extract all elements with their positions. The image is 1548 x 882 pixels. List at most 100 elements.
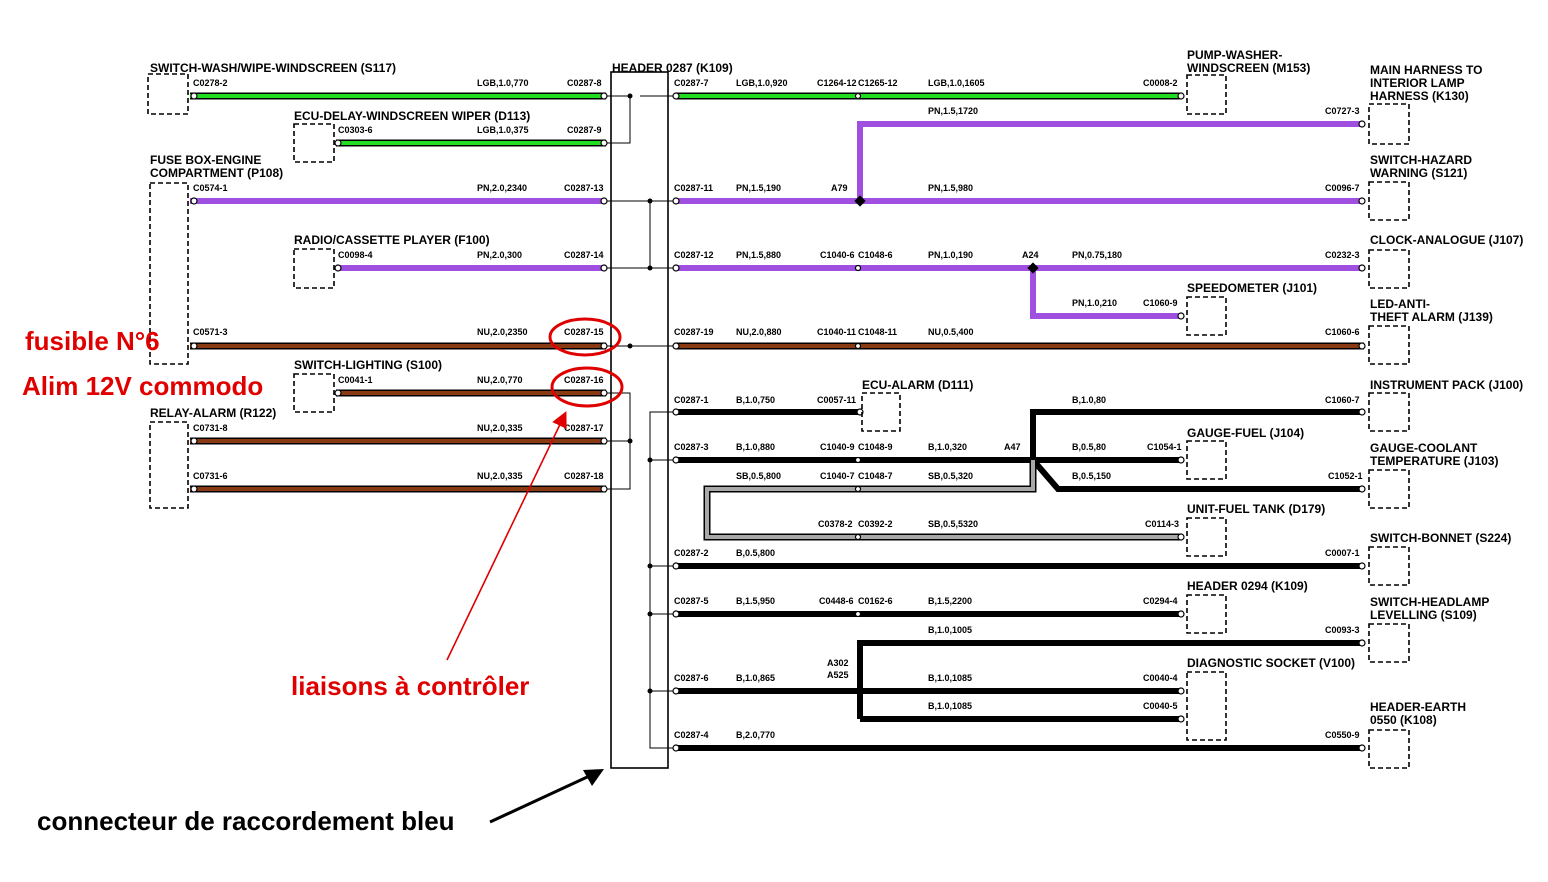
splices — [854, 195, 1039, 697]
conn-c1040-11: C1040-11 — [817, 327, 856, 337]
label-s109-line2: LEVELLING (S109) — [1370, 608, 1477, 622]
conn-c0574-1: C0574-1 — [193, 183, 228, 193]
wire-code-r6b: B,1.0,1085 — [928, 673, 972, 683]
wire-code-r3a: B,1.0,880 — [736, 442, 775, 452]
wire-black-j100[interactable] — [1030, 409, 1364, 460]
splice-a24: A24 — [1022, 250, 1039, 260]
label-j101: SPEEDOMETER (J101) — [1187, 281, 1317, 295]
box-j101 — [1186, 296, 1227, 336]
wire-black-j103[interactable] — [1030, 458, 1364, 492]
highlight-circle-c0287-15 — [548, 317, 622, 357]
conn-c0114-3: C0114-3 — [1145, 519, 1179, 529]
wire-purple-speedo[interactable] — [1030, 268, 1182, 319]
label-p108-line1: FUSE BOX-ENGINE — [150, 153, 261, 167]
conn-c1052-1: C1052-1 — [1328, 471, 1363, 481]
wire-code-fuse: NU,2.0,2350 — [477, 327, 528, 337]
box-f100 — [293, 248, 335, 289]
box-j139 — [1368, 325, 1410, 365]
splice-a47: A47 — [1004, 442, 1021, 452]
wire-code-s117: LGB,1.0,770 — [477, 78, 529, 88]
box-s117 — [147, 73, 189, 115]
conn-c0294-4: C0294-4 — [1143, 596, 1178, 606]
label-d113: ECU-DELAY-WINDSCREEN WIPER (D113) — [294, 109, 530, 123]
box-s100 — [293, 373, 335, 413]
conn-c0448-6: C0448-6 — [819, 596, 854, 606]
conn-c0287-7: C0287-7 — [674, 78, 709, 88]
component-boxes — [147, 73, 1410, 769]
wire-code-r5a: B,1.5,950 — [736, 596, 775, 606]
conn-c1060-6: C1060-6 — [1325, 327, 1360, 337]
conn-c0287-19: C0287-19 — [674, 327, 714, 337]
wire-code-r19b: NU,0.5,400 — [928, 327, 974, 337]
conn-c0232-3: C0232-3 — [1325, 250, 1360, 260]
conn-c0287-15: C0287-15 — [564, 327, 604, 337]
wire-code-p108: PN,2.0,2340 — [477, 183, 527, 193]
black-arrow — [489, 769, 604, 824]
label-m153-line1: PUMP-WASHER- — [1187, 48, 1282, 62]
label-j103-line2: TEMPERATURE (J103) — [1370, 454, 1498, 468]
conn-c0287-13: C0287-13 — [564, 183, 604, 193]
splice-a525: A525 — [827, 670, 849, 680]
wire-code-r7b: LGB,1.0,1605 — [928, 78, 985, 88]
conn-c0040-4: C0040-4 — [1143, 673, 1178, 683]
wire-code-f100: PN,2.0,300 — [477, 250, 522, 260]
conn-c1265-12: C1265-12 — [858, 78, 898, 88]
box-d179 — [1186, 517, 1227, 557]
conn-c1264-12: C1264-12 — [817, 78, 857, 88]
label-j139-line2: THEFT ALARM (J139) — [1370, 310, 1493, 324]
conn-c0550-9: C0550-9 — [1325, 730, 1360, 740]
wire-code-k130: PN,1.5,1720 — [928, 106, 978, 116]
label-j104: GAUGE-FUEL (J104) — [1187, 426, 1304, 440]
wire-grey-fuel-tank[interactable] — [703, 460, 1182, 541]
label-v100: DIAGNOSTIC SOCKET (V100) — [1187, 656, 1355, 670]
conn-c0040-5: C0040-5 — [1143, 701, 1178, 711]
pins — [190, 92, 1366, 752]
conn-c1040-6: C1040-6 — [820, 250, 855, 260]
label-k130-line3: HARNESS (K130) — [1370, 89, 1469, 103]
conn-c0731-6: C0731-6 — [193, 471, 228, 481]
box-d113 — [293, 123, 335, 163]
conn-c0378-2: C0378-2 — [818, 519, 853, 529]
wire-code-r7a: LGB,1.0,920 — [736, 78, 788, 88]
conn-c1054-1: C1054-1 — [1147, 442, 1182, 452]
conn-c0057-11: C0057-11 — [817, 395, 856, 405]
conn-c0287-17: C0287-17 — [564, 423, 604, 433]
annotation-fuse: fusible N°6 — [25, 326, 160, 356]
label-d111: ECU-ALARM (D111) — [862, 378, 973, 392]
annotation-supply: Alim 12V commodo — [22, 371, 263, 401]
wire-code-r2: B,0.5,800 — [736, 548, 775, 558]
header-0287[interactable] — [606, 71, 676, 769]
conn-c0287-1: C0287-1 — [674, 395, 709, 405]
label-j139-line1: LED-ANTI- — [1370, 297, 1430, 311]
conn-c1048-6: C1048-6 — [858, 250, 893, 260]
box-j103 — [1368, 469, 1410, 509]
wire-purple-k130[interactable] — [857, 121, 1364, 201]
box-k109b — [1186, 594, 1227, 634]
box-j107 — [1368, 249, 1410, 289]
box-p108 — [149, 182, 189, 365]
label-s121-line1: SWITCH-HAZARD — [1370, 153, 1472, 167]
wire-code-r3c: B,0.5,80 — [1072, 442, 1106, 452]
wire-code-sbb: SB,0.5,320 — [928, 471, 973, 481]
label-header-0287: HEADER 0287 (K109) — [612, 61, 733, 75]
label-s224: SWITCH-BONNET (S224) — [1370, 531, 1511, 545]
wire-code-r122a: NU,2.0,335 — [477, 423, 523, 433]
wire-code-r1b: B,1.0,80 — [1072, 395, 1106, 405]
wire-code-r12a: PN,1.5,880 — [736, 250, 781, 260]
box-s109 — [1368, 623, 1410, 663]
box-k108 — [1368, 729, 1410, 769]
conn-c1040-9: C1040-9 — [820, 442, 855, 452]
box-s224 — [1368, 546, 1410, 586]
box-d111 — [861, 392, 901, 432]
annotation-links: liaisons à contrôler — [291, 671, 529, 701]
wire-code-speedo: PN,1.0,210 — [1072, 298, 1117, 308]
label-s100: SWITCH-LIGHTING (S100) — [294, 358, 442, 372]
label-k108-line1: HEADER-EARTH — [1370, 700, 1466, 714]
conn-c0727-3: C0727-3 — [1325, 106, 1360, 116]
splice-a302: A302 — [827, 658, 849, 668]
annotations: fusible N°6 Alim 12V commodo liaisons à … — [22, 317, 624, 836]
conn-c1060-7: C1060-7 — [1325, 395, 1360, 405]
conn-c0287-5: C0287-5 — [674, 596, 709, 606]
conn-c0096-7: C0096-7 — [1325, 183, 1360, 193]
box-k130 — [1368, 103, 1410, 145]
